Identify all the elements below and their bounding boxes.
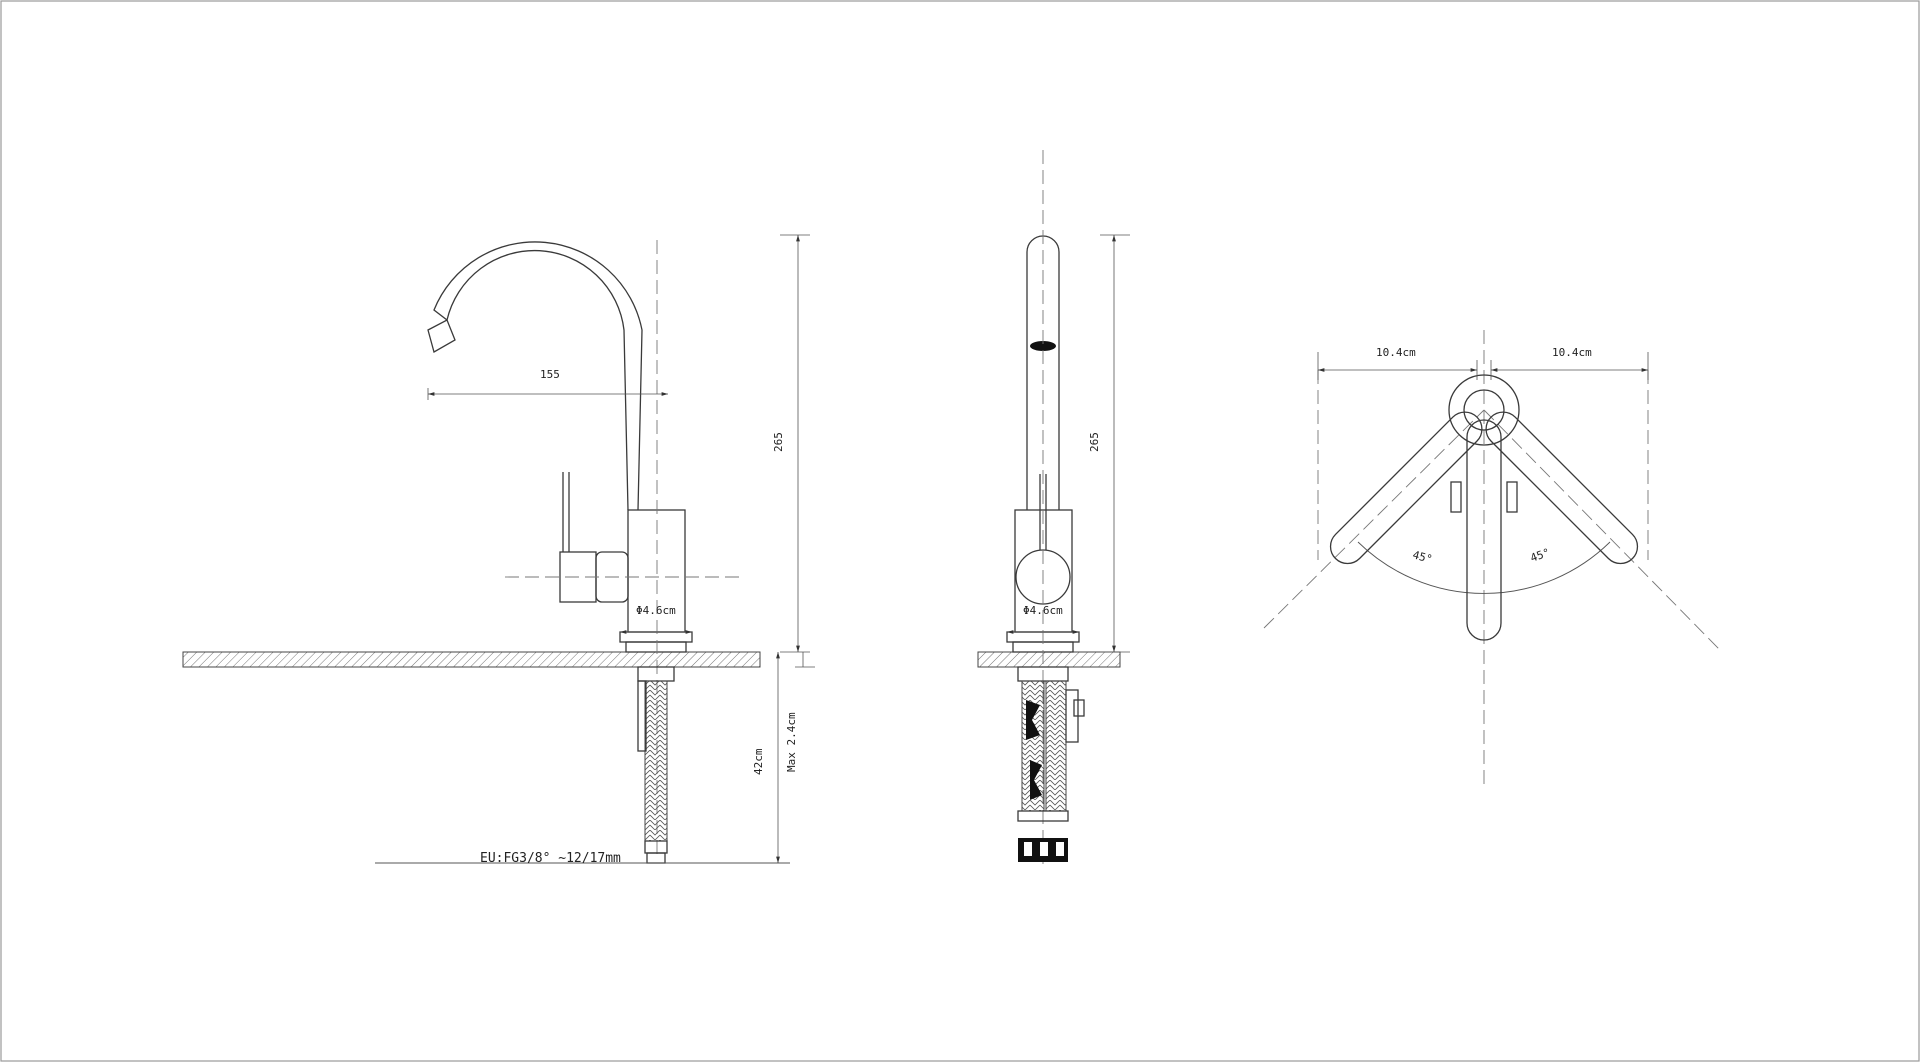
top-lever-right [1485,411,1639,565]
front-height-label: 265 [1088,432,1101,452]
gooseneck-spout [433,241,643,511]
top-rosette-inner [1463,389,1505,431]
right-width-label: 10.4cm [1552,346,1592,359]
front-body-diameter-label: Φ4.6cm [1023,604,1063,617]
hose-connector [644,840,668,854]
countertop-side [182,651,761,668]
threaded-rod [637,680,647,752]
supply-hose [644,680,668,842]
height-label: 265 [772,432,785,452]
aerator-tip [427,319,456,353]
front-view: 265 Φ4.6cm [977,150,1130,870]
countertop-front [977,651,1121,668]
left-width-label: 10.4cm [1376,346,1416,359]
top-rosette-outer [1448,374,1520,446]
body-diameter-label: Φ4.6cm [636,604,676,617]
right-angle-label: 45° [1529,546,1552,565]
front-aerator [1030,341,1056,351]
connection-spec-label: EU:FG3/8° ~12/17mm [480,851,621,866]
max-thickness-label: Max 2.4cm [785,712,798,772]
mount-nut [637,666,675,682]
front-hose-right [1045,680,1067,812]
side-view: 155 265 Φ4.6cm 42cm Max 2.4cm EU:FG3/8° … [182,234,815,866]
top-lever-center [1466,419,1502,641]
left-angle-label: 45° [1411,548,1434,566]
top-view: 10.4cm 10.4cm 45° 45° [1263,330,1721,790]
base-ring [625,641,687,653]
top-lever-left [1329,411,1483,565]
reach-label: 155 [540,368,560,381]
rotation-arc [1357,541,1611,594]
base-plate [619,631,693,643]
hose-length-label: 42cm [752,748,765,775]
